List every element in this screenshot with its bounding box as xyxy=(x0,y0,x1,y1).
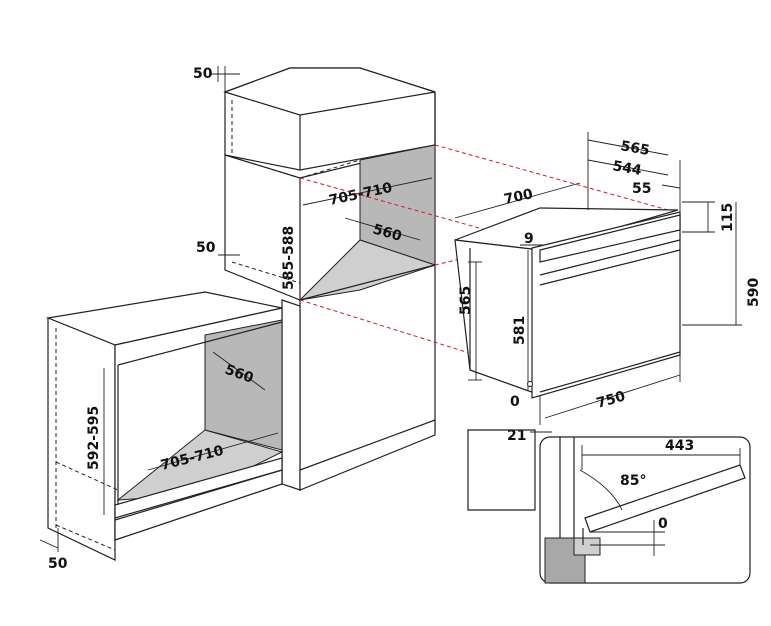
dim-tall-niche-height: 585-588 xyxy=(281,226,297,290)
dim-oven-height-total: 590 xyxy=(746,278,762,307)
dim-under-counter-height: 592-595 xyxy=(86,406,102,470)
dim-oven-length: 700 xyxy=(503,186,535,208)
dim-oven-body-height: 565 xyxy=(458,286,474,315)
dim-door-clearance: 0 xyxy=(658,516,668,532)
dim-under-counter-bottom-gap: 50 xyxy=(48,556,68,572)
dim-oven-depth-body: 544 xyxy=(611,158,643,179)
door-detail-callout: 443 85° 0 xyxy=(467,429,751,584)
dim-tall-niche-depth: 560 xyxy=(371,221,404,245)
dim-oven-base-offset: 0 xyxy=(510,394,520,410)
built-in-oven: 565 544 55 700 115 590 565 581 9 0 750 2… xyxy=(454,132,762,444)
tall-cabinet: 50 50 585-588 705-710 560 xyxy=(193,66,437,491)
dim-tall-side-gap: 50 xyxy=(196,240,216,256)
dim-door-open-depth: 443 xyxy=(665,438,694,454)
dim-door-angle: 85° xyxy=(620,473,646,489)
dim-oven-front-height: 581 xyxy=(512,316,528,345)
dim-oven-depth-total: 565 xyxy=(619,138,651,159)
dim-tall-top-gap: 50 xyxy=(193,66,213,82)
projection-lines xyxy=(299,144,669,373)
dim-oven-front-depth: 21 xyxy=(507,428,526,444)
dim-oven-panel-gap: 9 xyxy=(524,231,534,247)
dim-oven-side-offset: 55 xyxy=(632,181,651,197)
dim-oven-width: 750 xyxy=(595,388,628,412)
under-counter-cabinet: 592-595 560 705-710 50 xyxy=(39,291,284,572)
dim-oven-top-offset: 115 xyxy=(720,203,736,232)
